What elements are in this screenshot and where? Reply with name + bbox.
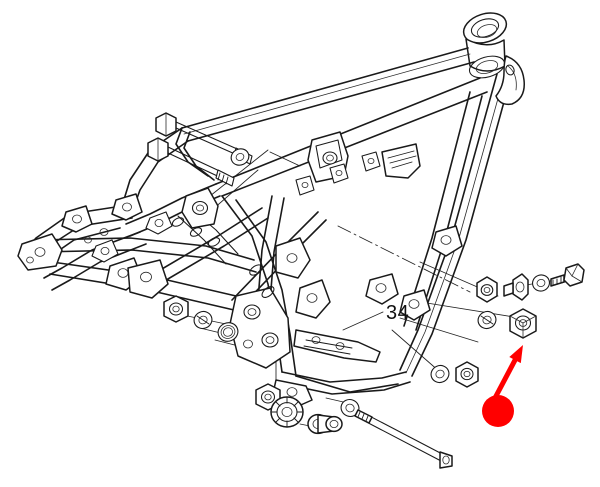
steering-head-tube <box>462 12 508 79</box>
tube-lug-a <box>295 175 315 196</box>
lower-crossmember <box>293 329 381 363</box>
callout-34-label: 34 <box>386 302 409 324</box>
engine-mount-left <box>181 187 219 229</box>
lock-washer-lower-left <box>193 310 213 330</box>
footpeg-bracket <box>381 143 421 179</box>
rivet-detail-left <box>84 228 109 244</box>
right-lug-a <box>365 273 399 305</box>
red-arrow-shaft <box>492 354 520 400</box>
right-lug-c <box>431 225 463 257</box>
hex-nut-lower-left <box>163 295 189 323</box>
bushing-pair <box>307 413 343 435</box>
chassis-bracket-mid <box>275 237 311 279</box>
frame-tip-bracket <box>17 233 63 271</box>
chassis-bracket-mid2 <box>295 279 331 319</box>
rear-rail-bracket-b <box>145 211 173 235</box>
lock-washer-right-cluster <box>477 310 497 330</box>
callout-34: 34 <box>342 302 409 331</box>
red-highlight-dot[interactable] <box>482 395 514 427</box>
frame-brackets <box>17 131 463 409</box>
flat-washer-upper <box>230 148 250 166</box>
flat-washer-lower-left <box>217 322 239 342</box>
lightening-holes <box>171 217 275 298</box>
red-arrow-head <box>509 345 523 364</box>
right-lug-b <box>399 289 431 321</box>
hex-bolt-upper-2 <box>147 137 235 187</box>
hex-bolt-right <box>550 263 585 287</box>
pivot-bolt-bottom <box>340 398 453 469</box>
tube-lug-b <box>329 163 349 184</box>
tube-lug-c <box>361 151 381 172</box>
spacer-collar-right <box>503 273 529 301</box>
splined-collar <box>270 396 304 428</box>
bracket-upper-left-b <box>61 205 93 233</box>
hex-nut-lower-right <box>509 308 537 339</box>
red-highlight-marker[interactable] <box>482 345 523 427</box>
hex-nut-mid-right <box>455 361 479 388</box>
tail-bracket <box>495 55 525 106</box>
flat-washer-right <box>531 274 551 292</box>
hex-nut-right-small <box>476 276 498 303</box>
swingarm-pivot-plate <box>229 287 291 369</box>
flat-washer-mid-right <box>430 364 450 384</box>
rear-mount-plate <box>127 259 169 299</box>
bracket-upper-left-a <box>111 193 143 221</box>
rear-rail-bracket-a <box>91 239 119 263</box>
